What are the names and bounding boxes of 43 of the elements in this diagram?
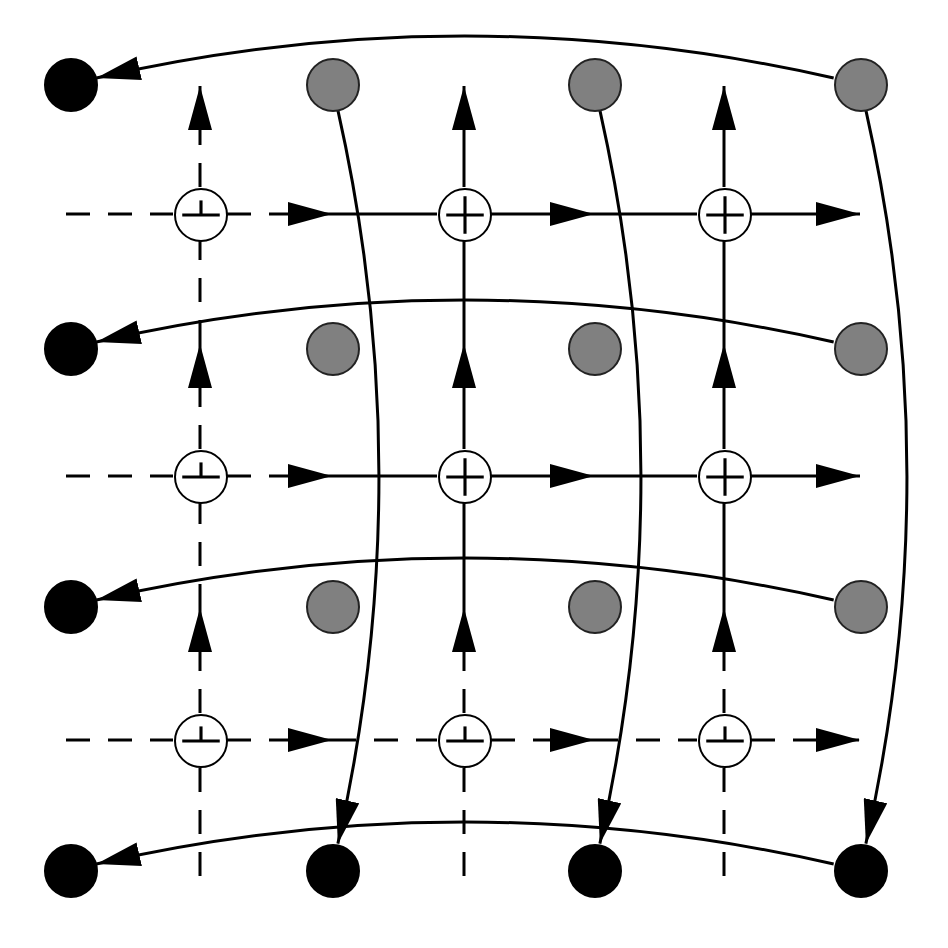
arrow	[452, 86, 476, 187]
arrow	[491, 728, 594, 752]
connector-line	[594, 738, 697, 742]
connector-line	[332, 212, 437, 216]
arrow	[751, 464, 860, 488]
arrow	[188, 344, 212, 449]
arrow	[227, 464, 332, 488]
arrow	[712, 608, 736, 713]
connector-line	[594, 212, 697, 216]
arrow	[227, 728, 332, 752]
arrow	[96, 820, 834, 867]
connector-line	[198, 241, 202, 344]
arrow	[452, 344, 476, 449]
connector-line	[722, 241, 726, 344]
arrow	[712, 344, 736, 449]
connector-line	[198, 503, 202, 608]
connector-line	[66, 738, 173, 742]
connector-line	[462, 241, 466, 344]
connector-line	[66, 474, 173, 478]
arrow	[96, 298, 834, 345]
arrow	[227, 202, 332, 226]
connector-line	[66, 212, 173, 216]
arrow	[96, 34, 834, 81]
arrow	[188, 86, 212, 187]
arrow	[712, 86, 736, 187]
arrow	[452, 608, 476, 713]
arrow	[751, 202, 860, 226]
connector-line	[462, 503, 466, 608]
connector-line	[462, 767, 466, 876]
connector-line	[198, 767, 202, 876]
arrow	[334, 110, 381, 844]
arrow	[862, 110, 909, 844]
connector-line	[722, 767, 726, 876]
arrow	[491, 464, 594, 488]
arrow	[596, 110, 643, 844]
connector-line	[722, 503, 726, 608]
arrow	[751, 728, 860, 752]
connector-line	[594, 474, 697, 478]
arrow	[188, 608, 212, 713]
arrow	[96, 556, 834, 603]
connector-line	[332, 474, 437, 478]
arrow	[491, 202, 594, 226]
connector-line	[332, 738, 437, 742]
